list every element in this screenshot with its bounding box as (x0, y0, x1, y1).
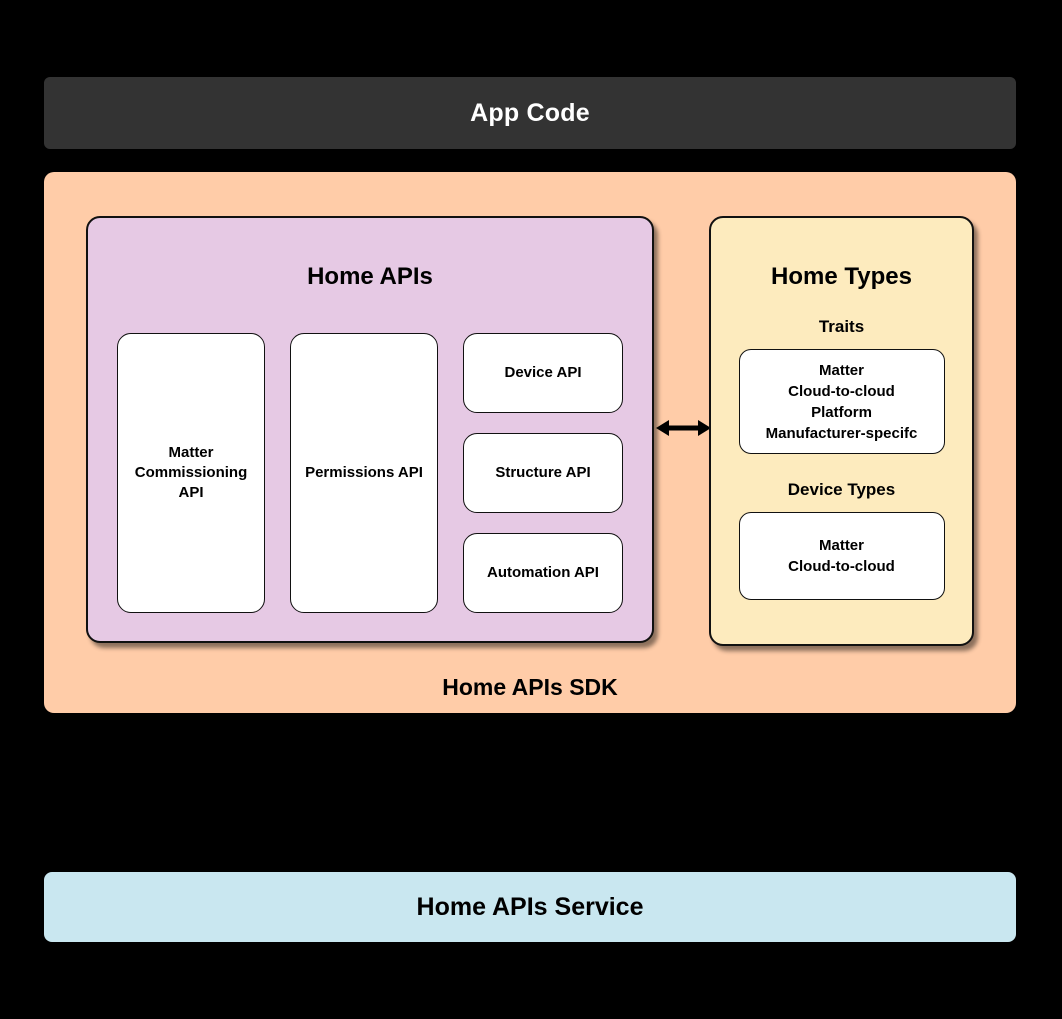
home-apis-title: Home APIs (307, 263, 433, 290)
home-types-title: Home Types (771, 263, 912, 290)
device-types-card[interactable]: Matter Cloud-to-cloud (738, 512, 945, 600)
device-api-card[interactable]: Device API (463, 333, 623, 413)
home-apis-service-label: Home APIs Service (416, 892, 644, 921)
home-apis-card-group: Matter Commissioning API Permissions API… (117, 333, 623, 613)
traits-card[interactable]: Matter Cloud-to-cloud Platform Manufactu… (738, 349, 945, 454)
permissions-api-card[interactable]: Permissions API (290, 333, 438, 613)
double-headed-arrow-icon (656, 415, 711, 441)
device-types-heading: Device Types (787, 480, 896, 499)
home-apis-service-bar: Home APIs Service (44, 872, 1016, 942)
home-types-panel: Home Types Traits Matter Cloud-to-cloud … (709, 216, 974, 646)
traits-heading: Traits (818, 317, 865, 336)
home-apis-panel: Home APIs Matter Commissioning API Permi… (86, 216, 654, 643)
matter-commissioning-api-card[interactable]: Matter Commissioning API (117, 333, 265, 613)
home-apis-sdk-container: Home APIs Matter Commissioning API Permi… (44, 172, 1016, 713)
structure-api-card[interactable]: Structure API (463, 433, 623, 513)
app-code-bar: App Code (44, 77, 1016, 149)
api-card-stack: Device API Structure API Automation API (463, 333, 623, 613)
home-apis-sdk-caption: Home APIs SDK (442, 674, 618, 700)
automation-api-card[interactable]: Automation API (463, 533, 623, 613)
app-code-label: App Code (470, 98, 590, 127)
